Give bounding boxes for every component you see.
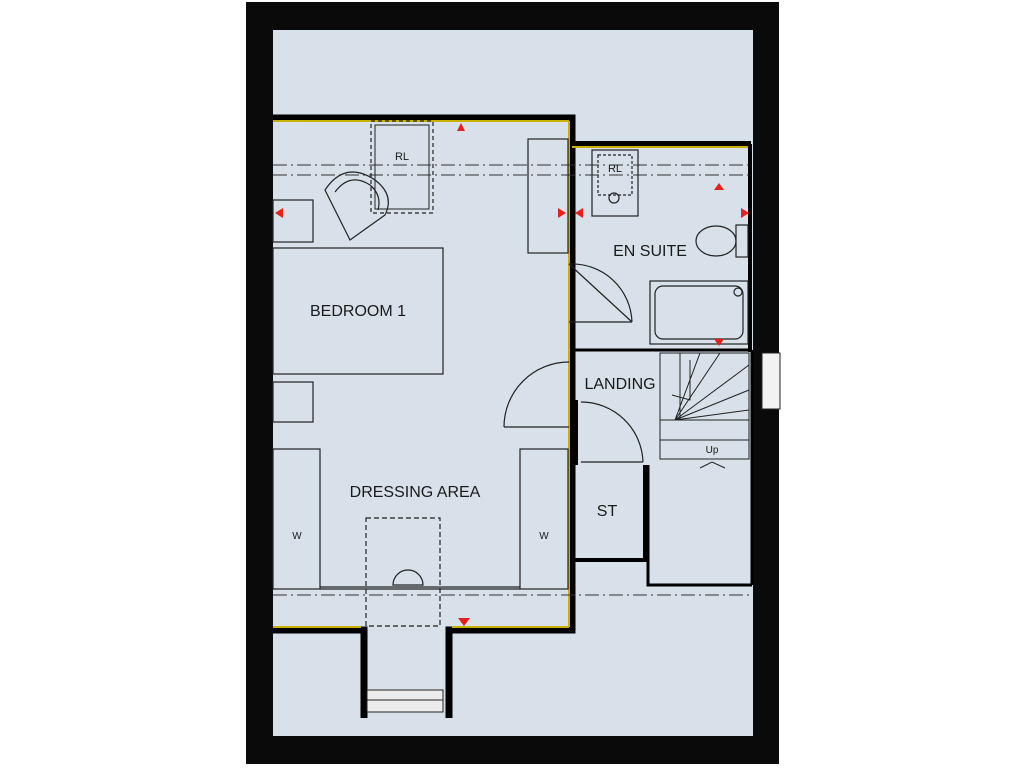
bedside-left bbox=[272, 199, 314, 243]
rooflight-ensuite-label: RL bbox=[608, 163, 622, 175]
bed bbox=[272, 247, 444, 375]
ensuite-label: EN SUITE bbox=[613, 243, 687, 260]
wardrobe-left-label: W bbox=[292, 531, 302, 542]
bedroom-unit bbox=[527, 138, 569, 254]
door-ensuite bbox=[568, 263, 633, 323]
store-label: ST bbox=[597, 503, 618, 520]
landing-label: LANDING bbox=[584, 376, 655, 393]
dressing-table bbox=[365, 517, 441, 627]
dormer-window bbox=[366, 689, 444, 713]
rooflight-bedroom-label: RL bbox=[395, 151, 409, 163]
rooflight-bedroom: RL bbox=[370, 120, 434, 214]
stairs-up-label: Up bbox=[706, 445, 719, 456]
dresser-left bbox=[272, 381, 314, 423]
wardrobe-right-label: W bbox=[539, 531, 549, 542]
door-store bbox=[580, 401, 644, 463]
door-dressing bbox=[503, 361, 570, 428]
staircase bbox=[659, 352, 781, 469]
dressing-label: DRESSING AREA bbox=[350, 484, 481, 501]
chair bbox=[324, 171, 389, 241]
ensuite-fixtures bbox=[591, 149, 749, 345]
bedroom-label: BEDROOM 1 bbox=[310, 303, 406, 320]
markers bbox=[275, 123, 749, 626]
roof-lines bbox=[273, 164, 752, 596]
walls bbox=[273, 114, 754, 718]
wardrobes bbox=[272, 448, 569, 590]
